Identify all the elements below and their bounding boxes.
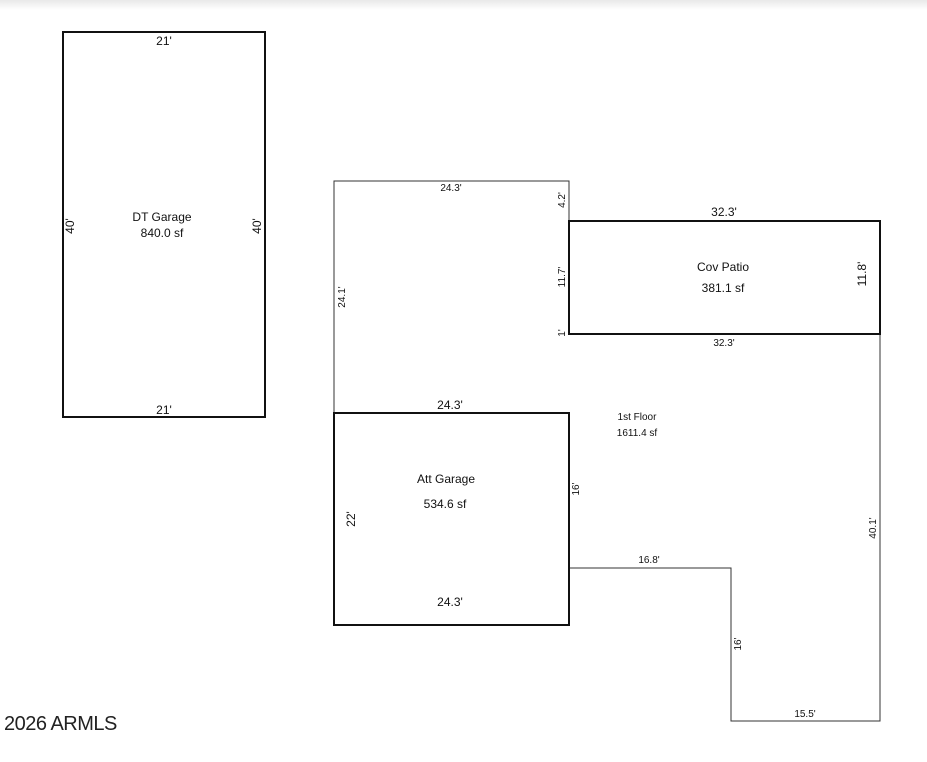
first-floor-outline (333, 180, 570, 413)
cov-patio-dim-right: 11.8' (855, 262, 869, 287)
first-floor-dim-upper-left: 24.1' (337, 286, 348, 307)
top-shade (0, 0, 927, 10)
cov-patio-dim-top: 32.3' (711, 205, 737, 219)
dt-garage-outline (62, 31, 266, 418)
first-floor-dim-notch-top: 16.8' (638, 555, 659, 566)
dt-garage-dim-bottom: 21' (156, 403, 172, 417)
cov-patio-area: 381.1 sf (702, 281, 745, 295)
first-floor-dim-notch-side: 16' (733, 637, 744, 650)
cov-patio-outline (568, 220, 881, 335)
dt-garage-name: DT Garage (132, 210, 191, 224)
cov-patio-name: Cov Patio (697, 260, 749, 274)
att-garage-area: 534.6 sf (424, 497, 467, 511)
att-garage-dim-left: 22' (344, 511, 358, 527)
first-floor-dim-step-lower: 1' (557, 329, 568, 337)
first-floor-dim-step-upper: 4.2' (557, 192, 568, 208)
first-floor-dim-right: 40.1' (868, 517, 879, 538)
att-garage-dim-right: 16' (571, 482, 582, 495)
att-garage-outline (333, 412, 570, 626)
first-floor-outline-right (569, 333, 881, 722)
att-garage-dim-top: 24.3' (437, 398, 463, 412)
att-garage-dim-bottom: 24.3' (437, 595, 463, 609)
first-floor-dim-bottom: 15.5' (794, 709, 815, 720)
first-floor-name: 1st Floor (618, 412, 658, 423)
dt-garage-dim-top: 21' (156, 34, 172, 48)
dt-garage-area: 840.0 sf (141, 226, 184, 240)
att-garage-name: Att Garage (417, 472, 475, 486)
copyright-watermark: 2026 ARMLS (4, 713, 117, 735)
dt-garage-dim-right: 40' (250, 218, 264, 234)
dt-garage-dim-left: 40' (63, 218, 77, 234)
cov-patio-dim-left: 11.7' (557, 267, 568, 288)
first-floor-dim-top: 24.3' (440, 183, 461, 194)
first-floor-area: 1611.4 sf (617, 428, 658, 439)
cov-patio-dim-bottom: 32.3' (713, 338, 734, 349)
